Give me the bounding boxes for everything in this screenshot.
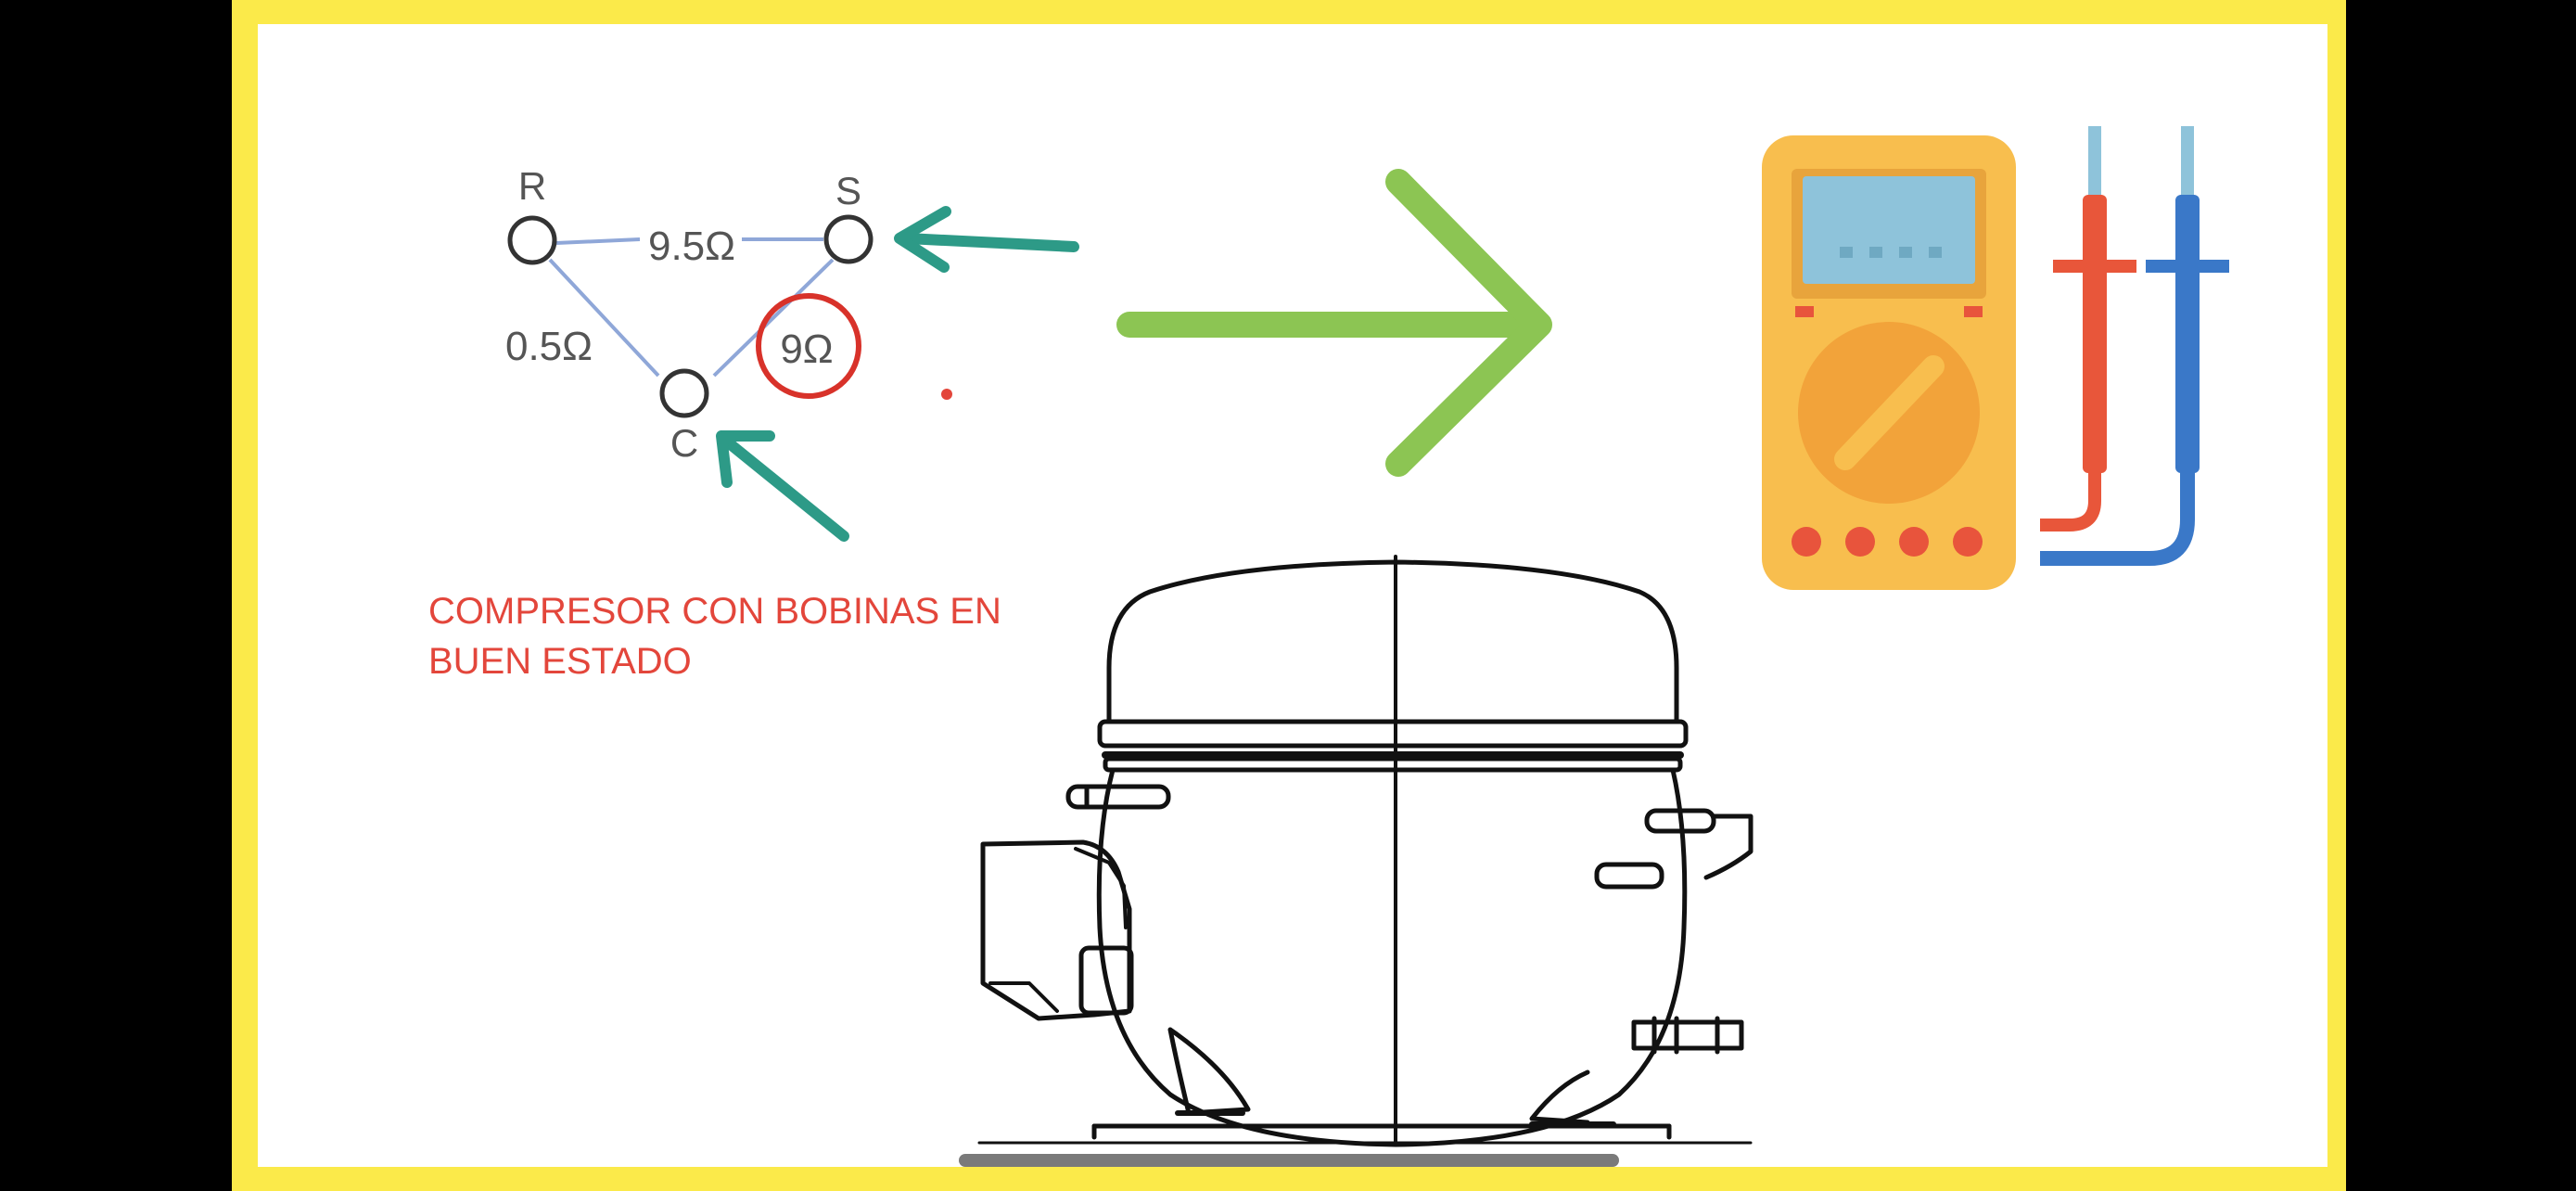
left-foot bbox=[1167, 1027, 1251, 1116]
resistance-r-c: 0.5Ω bbox=[505, 324, 593, 369]
multimeter-dial-pointer bbox=[1834, 355, 1945, 470]
arrow-pointing-up-left-icon bbox=[716, 430, 849, 542]
multimeter-port-2 bbox=[1845, 527, 1875, 557]
terminal-c bbox=[659, 368, 709, 418]
compressor-weld-band-bottom bbox=[1103, 756, 1683, 773]
multimeter-port-3 bbox=[1899, 527, 1929, 557]
wire-s-c bbox=[712, 258, 835, 378]
terminal-c-label: C bbox=[670, 421, 698, 465]
wire-r-c bbox=[548, 258, 660, 378]
multimeter-port-4 bbox=[1953, 527, 1983, 557]
multimeter-indicator-right bbox=[1964, 306, 1983, 317]
terminal-diagram: R S C 9.5Ω 0.5Ω 9Ω bbox=[505, 164, 952, 465]
caption-line-2: BUEN ESTADO bbox=[428, 641, 692, 682]
wire-r-s-left bbox=[555, 237, 641, 245]
multimeter-port-1 bbox=[1792, 527, 1821, 557]
right-fitting-tube-2 bbox=[1594, 862, 1664, 890]
terminal-s-label: S bbox=[835, 169, 861, 212]
red-probe-icon bbox=[2040, 126, 2136, 531]
right-valve bbox=[1631, 1019, 1744, 1051]
terminal-r bbox=[507, 215, 557, 265]
terminal-r-label: R bbox=[518, 164, 546, 208]
terminal-box-clip bbox=[1078, 945, 1134, 1016]
multimeter-screen bbox=[1803, 176, 1975, 284]
compressor-weld-band-top bbox=[1097, 719, 1689, 749]
multimeter-display-segments bbox=[1840, 247, 1942, 258]
right-foot bbox=[1529, 1069, 1590, 1125]
terminal-s bbox=[823, 214, 874, 264]
multimeter-indicator-left bbox=[1795, 306, 1814, 317]
left-fitting-tube bbox=[1065, 784, 1171, 810]
multimeter-icon bbox=[1762, 126, 2229, 590]
resistance-r-s: 9.5Ω bbox=[648, 224, 735, 269]
terminal-box bbox=[980, 839, 1132, 1021]
highlight-circle bbox=[756, 293, 861, 399]
right-fitting-tube-1 bbox=[1644, 808, 1716, 834]
red-dot bbox=[941, 389, 952, 400]
arrow-pointing-left-icon bbox=[894, 206, 1079, 273]
caption-line-1: COMPRESOR CON BOBINAS EN bbox=[428, 591, 1001, 632]
blue-probe-icon bbox=[2040, 126, 2229, 566]
compressor-drawing bbox=[977, 555, 1753, 1147]
home-indicator[interactable] bbox=[959, 1154, 1619, 1167]
chevron-arrow-right-icon bbox=[1116, 169, 1552, 477]
resistance-s-c: 9Ω bbox=[780, 327, 833, 372]
